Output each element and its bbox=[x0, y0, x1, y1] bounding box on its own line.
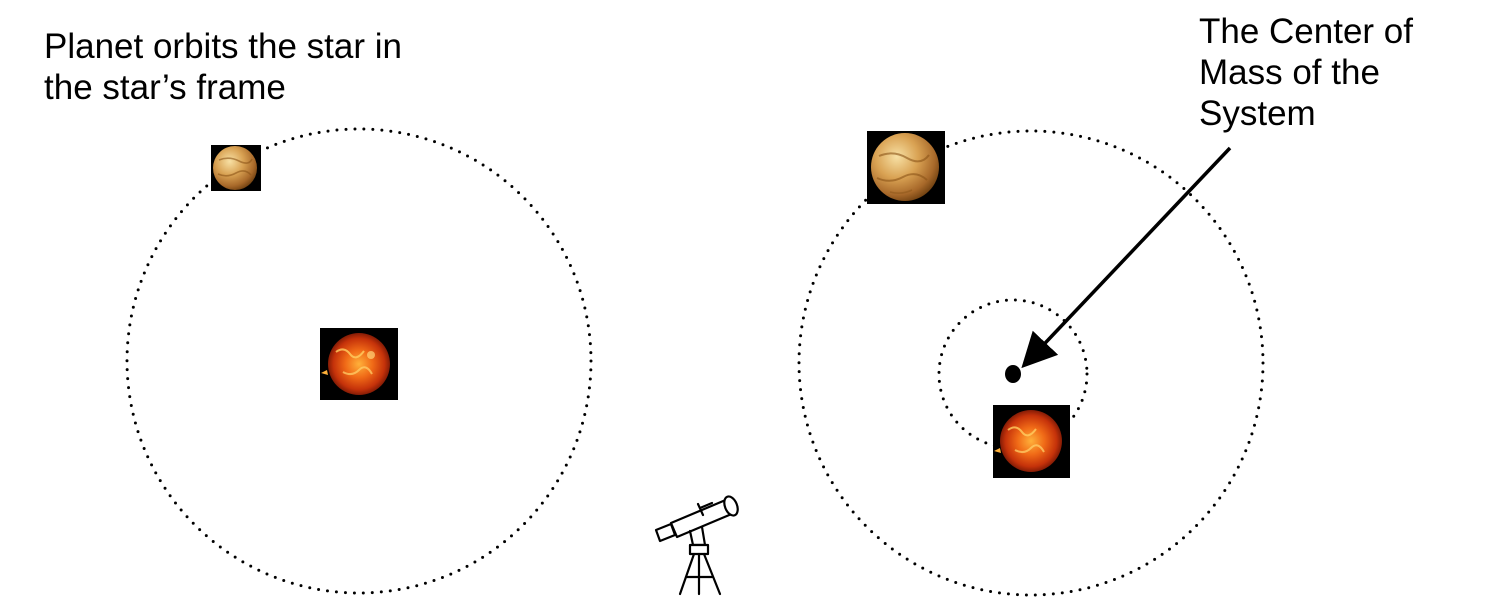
planet-orbit-path bbox=[125, 127, 593, 595]
center-of-mass-arrow bbox=[1021, 146, 1232, 369]
left-panel-caption: Planet orbits the star in the star’s fra… bbox=[44, 26, 402, 108]
center-of-mass-dot bbox=[1005, 365, 1021, 383]
caption-line: Planet orbits the star in bbox=[44, 27, 402, 66]
telescope-icon bbox=[654, 495, 739, 596]
center-of-mass-caption: The Center of Mass of the System bbox=[1199, 11, 1413, 134]
caption-line: Mass of the bbox=[1199, 53, 1380, 92]
right-panel bbox=[797, 129, 1265, 597]
caption-line: the star’s frame bbox=[44, 68, 286, 107]
sun-star-icon bbox=[994, 410, 1062, 472]
caption-line: System bbox=[1199, 94, 1316, 133]
venus-planet-icon bbox=[213, 146, 257, 190]
venus-planet-icon bbox=[871, 133, 939, 201]
star-tile bbox=[320, 328, 398, 400]
planet-tile bbox=[211, 145, 261, 191]
star-tile-com bbox=[993, 405, 1070, 478]
caption-line: The Center of bbox=[1199, 12, 1413, 51]
planet-tile-com bbox=[867, 131, 945, 204]
left-panel bbox=[125, 127, 593, 595]
planet-orbit-path-com bbox=[797, 129, 1265, 597]
sun-star-icon bbox=[321, 333, 390, 395]
